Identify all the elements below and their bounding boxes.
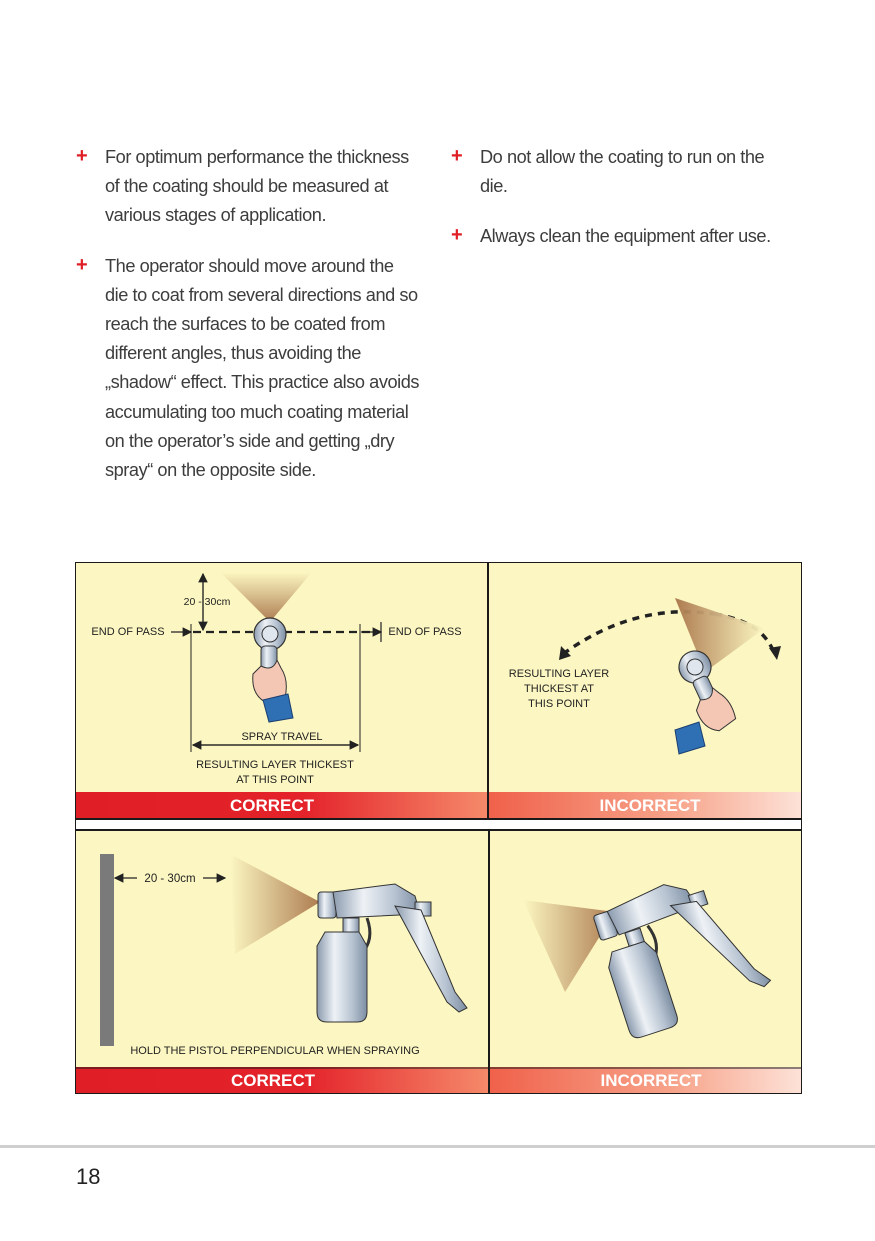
spray-cone-icon: [220, 572, 312, 622]
end-of-pass-label: END OF PASS: [91, 626, 164, 638]
bullet-text: Always clean the equipment after use.: [480, 226, 771, 247]
glove-icon: [674, 721, 706, 755]
result-label: THICKEST AT: [524, 683, 594, 695]
plus-bullet-icon: +: [76, 145, 88, 167]
distance-label: 20 - 30cm: [184, 596, 231, 608]
bullet-item: + Always clean the equipment after use.: [451, 222, 796, 251]
right-text-column: + Do not allow the coating to run on the…: [451, 143, 796, 273]
verdict-label: CORRECT: [230, 796, 315, 815]
plus-bullet-icon: +: [76, 253, 88, 276]
result-label: RESULTING LAYER THICKEST: [196, 759, 354, 771]
verdict-label: INCORRECT: [600, 1071, 702, 1090]
page-number: 18: [76, 1164, 101, 1189]
result-label: THIS POINT: [528, 698, 590, 710]
correct-bar: [76, 792, 488, 818]
bullet-item: + The operator should move around the di…: [76, 252, 421, 486]
spray-gun-side-icon: [593, 884, 772, 1039]
die-surface-icon: [100, 854, 114, 1046]
panel-top-right: [489, 563, 801, 818]
left-text-column: + For optimum performance the thickness …: [76, 143, 421, 506]
verdict-label: INCORRECT: [599, 796, 701, 815]
spray-gun-side-icon: [316, 883, 468, 1023]
correct-bar: [76, 1067, 489, 1093]
distance-label: 20 - 30cm: [144, 873, 195, 885]
result-label: AT THIS POINT: [236, 774, 314, 786]
bullet-item: + For optimum performance the thickness …: [76, 143, 421, 231]
spray-cone-icon: [523, 900, 615, 992]
bullet-text: For optimum performance the thickness of…: [105, 147, 409, 226]
spray-gun-top-icon: [678, 650, 737, 732]
end-of-pass-label: END OF PASS: [388, 626, 461, 638]
incorrect-bar: [489, 792, 801, 818]
spray-travel-label: SPRAY TRAVEL: [241, 731, 322, 743]
bullet-text: Do not allow the coating to run on the d…: [480, 147, 765, 197]
incorrect-bar: [490, 1067, 801, 1093]
result-label: RESULTING LAYER: [509, 668, 610, 680]
footer-divider: [0, 1145, 875, 1148]
spray-gun-top-icon: [252, 617, 287, 703]
glove-icon: [262, 693, 294, 723]
plus-bullet-icon: +: [451, 145, 463, 167]
bullet-item: + Do not allow the coating to run on the…: [451, 143, 796, 201]
plus-bullet-icon: +: [451, 224, 463, 247]
verdict-label: CORRECT: [231, 1071, 316, 1090]
spray-technique-diagram: CORRECT INCORRECT CORRECT INCORRECT 20 -…: [75, 562, 802, 1094]
spray-cone-icon: [230, 854, 320, 954]
caption-label: HOLD THE PISTOL PERPENDICULAR WHEN SPRAY…: [130, 1045, 419, 1057]
arc-motion-icon: [561, 610, 716, 656]
bullet-text: The operator should move around the die …: [105, 255, 420, 481]
